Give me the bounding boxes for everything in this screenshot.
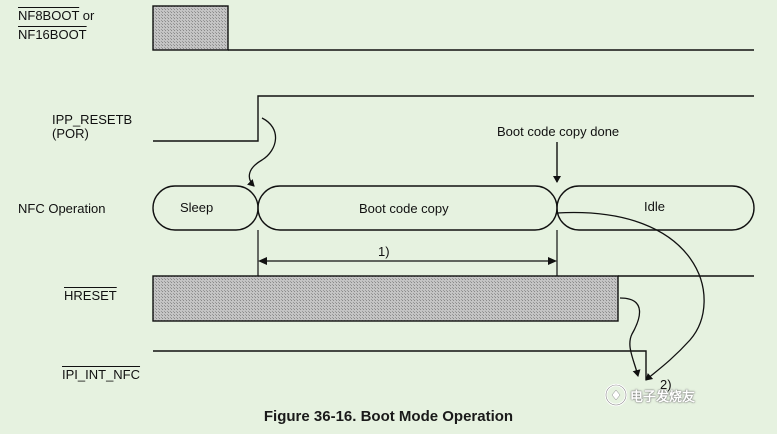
idle-to-int-arrow — [556, 211, 705, 381]
boot-copy-state-label: Boot code copy — [359, 201, 449, 216]
hreset-active-region — [152, 275, 619, 322]
hreset-label: HRESET — [64, 288, 117, 303]
nfc-operation-label: NFC Operation — [18, 201, 106, 216]
ipi-int-nfc-label: IPI_INT_NFC — [62, 367, 141, 382]
ipp-resetb-label: IPP_RESETB — [52, 112, 133, 127]
interval-1-label: 1) — [378, 244, 390, 259]
nf16boot-label: NF16BOOT — [18, 27, 87, 42]
hreset-to-int-arrow — [619, 297, 641, 377]
watermark-text: 电子发烧友 — [630, 389, 696, 404]
reset-to-nfc-arrow — [246, 117, 277, 187]
watermark-logo-icon — [604, 383, 628, 407]
sleep-state-label: Sleep — [180, 200, 214, 215]
note-2-label: 2) — [660, 377, 672, 392]
nfboot-pulse — [152, 5, 229, 51]
ipp-resetb-waveform — [153, 95, 754, 142]
nf8boot-or-text: or — [79, 8, 95, 23]
hreset-waveform — [152, 275, 754, 322]
copy-done-label: Boot code copy done — [497, 124, 620, 139]
nfboot-waveform — [152, 5, 754, 51]
nf8boot-signal-name: NF8BOOT — [18, 8, 80, 23]
nfboot-label: NF8BOOT or — [18, 8, 94, 24]
idle-state-label: Idle — [644, 199, 665, 214]
figure-caption: Figure 36-16. Boot Mode Operation — [263, 408, 514, 425]
por-label: (POR) — [52, 126, 89, 141]
ipi-int-nfc-waveform — [153, 350, 647, 380]
interval-1-marker — [257, 230, 558, 276]
